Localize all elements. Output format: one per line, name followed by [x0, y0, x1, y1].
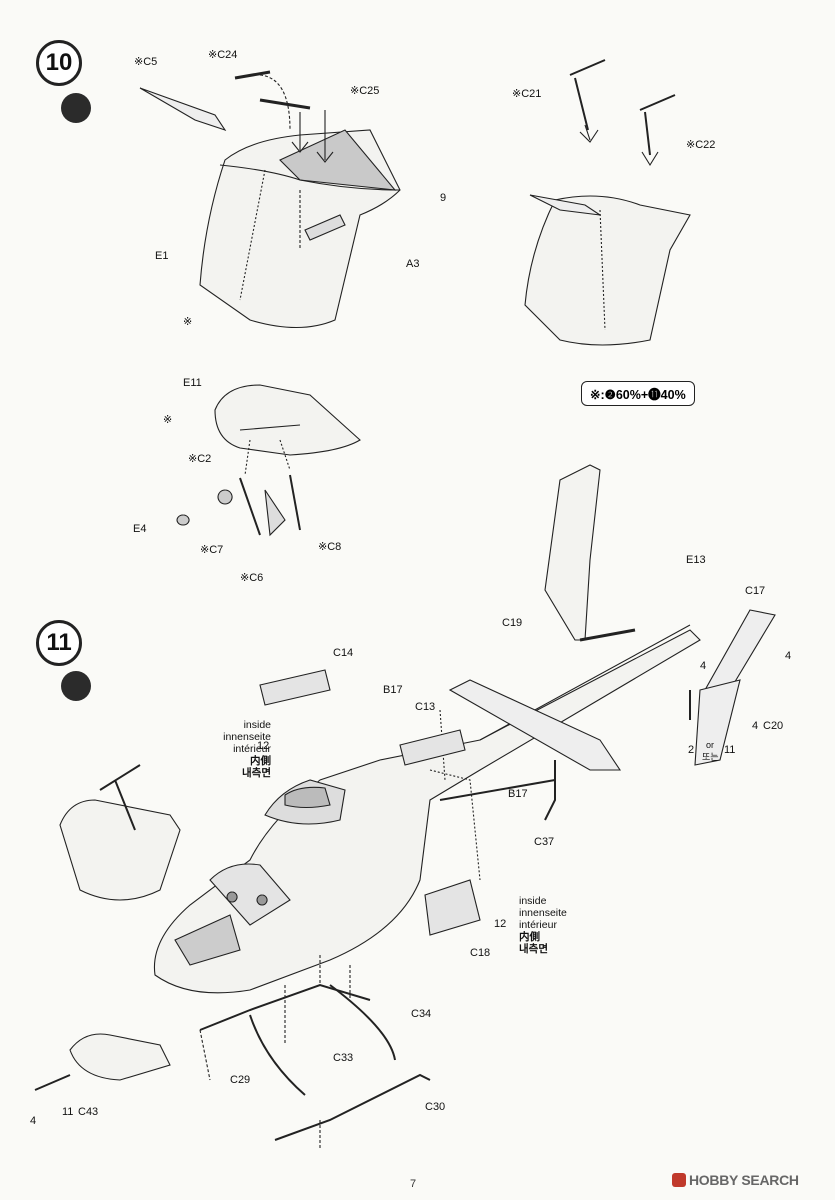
part-label-c24: ※C24: [208, 49, 238, 61]
part-label-c33: C33: [333, 1052, 354, 1064]
part-label-e1: E1: [155, 250, 169, 262]
mix-marker: ※: [163, 414, 173, 426]
inside-note-en: inside: [519, 895, 547, 907]
inside-note-de: innenseite: [519, 907, 567, 919]
part-label-c21: ※C21: [512, 88, 542, 100]
part-label-c30: C30: [425, 1101, 446, 1113]
inside-note-fr: intérieur: [519, 919, 557, 931]
inside-note-ko: 내측면: [519, 943, 548, 955]
paint-code-11: 11: [62, 1106, 74, 1118]
step-number-11: 11: [36, 620, 82, 666]
inside-note-fr: intérieur: [233, 743, 271, 755]
paint-code-2: 2: [688, 744, 695, 756]
part-label-c25: ※C25: [350, 85, 380, 97]
part-label-c2: ※C2: [188, 453, 212, 465]
glue-icon: [61, 93, 91, 123]
paint-code-12: 12: [494, 918, 507, 930]
inside-note: inside innenseite intérieur 内側 내측면: [209, 719, 271, 779]
part-label-b17: B17: [383, 684, 403, 696]
part-label-c43: C43: [78, 1106, 99, 1118]
inside-note-ko: 내측면: [242, 767, 271, 779]
inside-note: inside innenseite intérieur 内側 내측면: [519, 895, 567, 955]
paint-mix-ratio: ※:❷60%+⓫40%: [581, 381, 695, 406]
inside-note-en: inside: [243, 719, 271, 731]
roof-panel-assembly: [176, 384, 361, 537]
inside-note-ja: 内側: [250, 755, 271, 767]
part-label-a3: A3: [406, 258, 420, 270]
part-label-e11: E11: [183, 377, 202, 389]
part-label-c34: C34: [411, 1008, 432, 1020]
hobby-search-logo-icon: [672, 1173, 686, 1187]
part-label-c19: C19: [502, 617, 523, 629]
step-number-10: 10: [36, 40, 82, 86]
watermark-text: HOBBY SEARCH: [689, 1172, 799, 1188]
fuselage-assembly: [34, 464, 776, 1150]
watermark: HOBBY SEARCH: [672, 1172, 799, 1188]
glue-icon: [61, 671, 91, 701]
page-number: 7: [410, 1178, 417, 1190]
alternative-or: or: [706, 740, 715, 750]
paint-code-4: 4: [30, 1115, 37, 1127]
part-label-c14: C14: [333, 647, 354, 659]
part-label-c18: C18: [470, 947, 491, 959]
part-label-c7: ※C7: [200, 544, 224, 556]
alternative-or-ko: 또는: [702, 752, 719, 762]
part-label-c37: C37: [534, 836, 555, 848]
mix-marker: ※: [183, 316, 193, 328]
inside-note-ja: 内側: [519, 931, 540, 943]
paint-code-4: 4: [752, 720, 759, 732]
canopy-assembly-b: [524, 59, 691, 346]
part-label-b17: B17: [508, 788, 528, 800]
paint-code-9: 9: [440, 192, 447, 204]
paint-code-4: 4: [785, 650, 792, 662]
part-label-e13: E13: [686, 554, 706, 566]
inside-note-de: innenseite: [223, 731, 271, 743]
part-label-c5: ※C5: [134, 56, 158, 68]
part-label-c20: C20: [763, 720, 784, 732]
paint-code-4: 4: [700, 660, 707, 672]
part-label-c22: ※C22: [686, 139, 716, 151]
part-label-c13: C13: [415, 701, 436, 713]
part-label-c29: C29: [230, 1074, 251, 1086]
canopy-assembly: [139, 70, 401, 329]
part-label-c8: ※C8: [318, 541, 342, 553]
part-label-c6: ※C6: [240, 572, 264, 584]
part-label-c17: C17: [745, 585, 766, 597]
part-label-e4: E4: [133, 523, 147, 535]
paint-code-11: 11: [724, 744, 736, 756]
paint-code-12: 12: [257, 740, 270, 752]
